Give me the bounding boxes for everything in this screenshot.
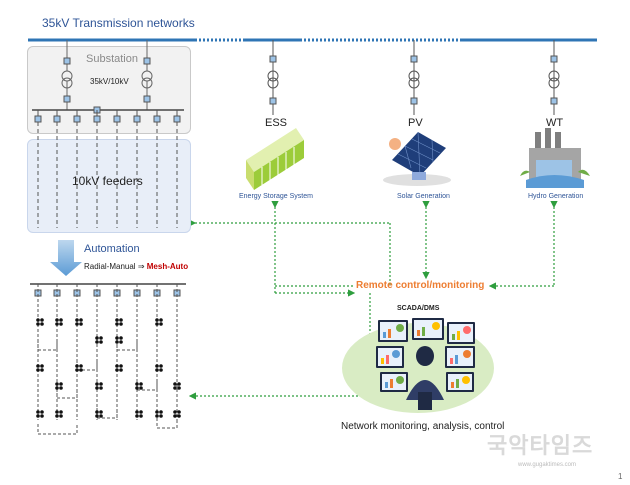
ess-name: Energy Storage System xyxy=(239,193,313,200)
page-number: 1 xyxy=(618,472,623,481)
scada-scene xyxy=(342,318,494,413)
transmission-title: 35kV Transmission networks xyxy=(42,16,195,30)
solar-panel-icon xyxy=(383,131,451,186)
pv-code: PV xyxy=(408,117,423,129)
wt-name: Hydro Generation xyxy=(528,193,584,200)
substation-title: Substation xyxy=(86,53,138,65)
wt-code: WT xyxy=(546,117,564,129)
battery-rack-icon xyxy=(246,128,304,190)
feeders-label: 10kV feeders xyxy=(72,174,143,188)
radial-manual-text: Radial-Manual xyxy=(84,262,136,271)
ess-code: ESS xyxy=(265,117,288,129)
scada-label: SCADA/DMS xyxy=(397,305,440,312)
feeder-box xyxy=(27,139,191,233)
automation-arrow xyxy=(50,240,82,276)
network-monitoring-caption: Network monitoring, analysis, control xyxy=(341,421,505,432)
transition-arrow: ⇒ xyxy=(137,262,145,271)
generator-taps xyxy=(267,40,560,115)
mesh-network xyxy=(30,283,186,435)
transformer-ratio: 35kV/10kV xyxy=(90,77,129,86)
watermark-url: www.gugaktimes.com xyxy=(518,462,577,468)
watermark-text: 국악타임즈 xyxy=(487,433,594,458)
automation-transition: Radial-Manual ⇒ Mesh-Auto xyxy=(84,262,188,271)
remote-control-label: Remote control/monitoring xyxy=(356,280,485,291)
control-links xyxy=(188,201,558,400)
hydro-dam-icon xyxy=(520,128,590,188)
automation-title: Automation xyxy=(84,243,140,255)
pv-name: Solar Generation xyxy=(397,193,450,200)
mesh-auto-text: Mesh-Auto xyxy=(146,262,189,271)
